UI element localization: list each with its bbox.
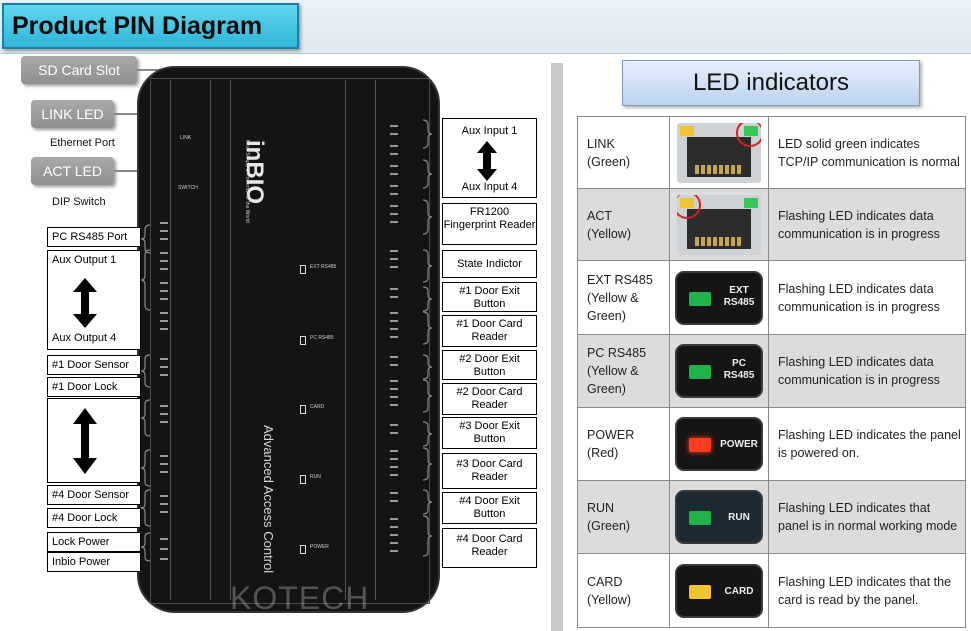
board-led-label: CARD bbox=[310, 404, 325, 410]
led-indicators-table: LINK (Green) LED solid green indicates TC… bbox=[577, 116, 966, 628]
label-fingerprint-reader: FR1200 Fingerprint Reader bbox=[442, 203, 537, 245]
label-door2-exit-button: #2 Door Exit Button bbox=[442, 350, 537, 380]
led-description: LED solid green indicates TCP/IP communi… bbox=[768, 116, 966, 189]
led-name: RUN bbox=[587, 501, 615, 515]
led-description: Flashing LED indicates data communicatio… bbox=[768, 334, 966, 408]
rj45-act-icon bbox=[677, 194, 761, 255]
label-door4-card-reader: #4 Door Card Reader bbox=[442, 528, 537, 568]
label-door2-card-reader: #2 Door Card Reader bbox=[442, 383, 537, 415]
board-outline bbox=[150, 78, 430, 604]
callout-link-led: LINK LED bbox=[31, 100, 114, 128]
led-color: (Yellow) bbox=[587, 592, 632, 607]
board-divider-line bbox=[230, 80, 231, 600]
board-led-power bbox=[300, 545, 306, 554]
board-led-ext-rs485 bbox=[300, 265, 306, 274]
panel-divider bbox=[551, 63, 563, 631]
card-led-icon: CARD bbox=[675, 563, 763, 618]
rj45-link-icon bbox=[677, 122, 761, 183]
callout-act-led: ACT LED bbox=[31, 157, 114, 185]
led-color: (Red) bbox=[587, 446, 619, 460]
board-divider-line bbox=[210, 80, 211, 600]
led-description: Flashing LED indicates that panel is in … bbox=[768, 480, 966, 554]
board-divider-line bbox=[375, 80, 376, 600]
label-door1-sensor: #1 Door Sensor bbox=[47, 355, 141, 375]
led-indicators-title: LED indicators bbox=[622, 60, 920, 106]
label-ethernet-port: Ethernet Port bbox=[50, 137, 115, 149]
label-door3-exit-button: #3 Door Exit Button bbox=[442, 417, 537, 449]
label-door1-lock: #1 Door Lock bbox=[47, 377, 141, 397]
led-description: Flashing LED indicates data communicatio… bbox=[768, 260, 966, 335]
double-arrow-aux-input bbox=[477, 141, 497, 181]
board-led-label: POWER bbox=[310, 544, 329, 550]
led-name: POWER bbox=[587, 428, 635, 442]
led-color: (Yellow) bbox=[587, 226, 632, 241]
label-aux-output-4: Aux Output 4 bbox=[52, 332, 117, 344]
label-door1-exit-button: #1 Door Exit Button bbox=[442, 282, 537, 312]
label-lock-power: Lock Power bbox=[47, 532, 141, 552]
double-arrow-doors bbox=[73, 408, 97, 474]
run-led-icon: RUN bbox=[675, 490, 763, 544]
callout-sd-card: SD Card Slot bbox=[21, 56, 137, 84]
led-name: CARD bbox=[587, 574, 623, 589]
group-aux-output: Aux Output 1 Aux Output 4 bbox=[47, 250, 141, 350]
led-description: Flashing LED indicates the panel is powe… bbox=[768, 407, 966, 481]
board-led-run bbox=[300, 475, 306, 484]
label-aux-input-4: Aux Input 4 bbox=[461, 181, 518, 193]
label-dip-switch: DIP Switch bbox=[52, 196, 106, 208]
led-color: (Yellow & Green) bbox=[587, 364, 639, 396]
led-name: ACT bbox=[587, 208, 612, 223]
led-color: (Green) bbox=[587, 154, 631, 169]
table-row: POWER (Red) POWER Flashing LED indicates … bbox=[577, 407, 966, 481]
led-description: Flashing LED indicates data communicatio… bbox=[768, 188, 966, 261]
led-color: (Yellow & Green) bbox=[587, 290, 639, 323]
table-row: CARD (Yellow) CARD Flashing LED indicates… bbox=[577, 553, 966, 628]
page-title: Product PIN Diagram bbox=[2, 3, 299, 49]
label-aux-input-1: Aux Input 1 bbox=[461, 125, 518, 137]
board-led-label: PC RS485 bbox=[310, 335, 334, 341]
led-name: LINK bbox=[587, 136, 615, 151]
label-door4-exit-button: #4 Door Exit Button bbox=[442, 492, 537, 524]
board-led-pc-rs485 bbox=[300, 336, 306, 345]
led-name: EXT RS485 bbox=[587, 272, 653, 287]
watermark: KOTECH bbox=[230, 580, 370, 616]
table-row: ACT (Yellow) Flashing LED indicates data … bbox=[577, 188, 966, 261]
led-name: PC RS485 bbox=[587, 346, 647, 360]
group-door-range bbox=[47, 398, 141, 483]
table-row: LINK (Green) LED solid green indicates TC… bbox=[577, 116, 966, 189]
label-door4-lock: #4 Door Lock bbox=[47, 508, 141, 528]
label-door1-card-reader: #1 Door Card Reader bbox=[442, 315, 537, 347]
led-color: (Green) bbox=[587, 519, 631, 533]
power-led-icon: POWER bbox=[675, 417, 763, 471]
label-door3-card-reader: #3 Door Card Reader bbox=[442, 453, 537, 489]
board-divider-line bbox=[345, 80, 346, 600]
label-aux-output-1: Aux Output 1 bbox=[52, 254, 117, 266]
label-state-indicator: State Indictor bbox=[442, 250, 537, 278]
led-description: Flashing LED indicates that the card is … bbox=[768, 553, 966, 628]
board-link-label: LINK bbox=[180, 135, 192, 141]
board-divider-line bbox=[170, 80, 171, 600]
table-row: RUN (Green) RUN Flashing LED indicates th… bbox=[577, 480, 966, 554]
board-led-label: EXT RS485 bbox=[310, 264, 337, 270]
label-inbio-power: Inbio Power bbox=[47, 552, 141, 572]
board-led-label: RUN bbox=[310, 474, 321, 480]
label-door4-sensor: #4 Door Sensor bbox=[47, 485, 141, 505]
label-pc-rs485-port: PC RS485 Port bbox=[47, 227, 141, 247]
board-led-card bbox=[300, 405, 306, 414]
board-switch-label: SWITCH bbox=[178, 185, 198, 191]
double-arrow-aux-output bbox=[73, 278, 97, 328]
